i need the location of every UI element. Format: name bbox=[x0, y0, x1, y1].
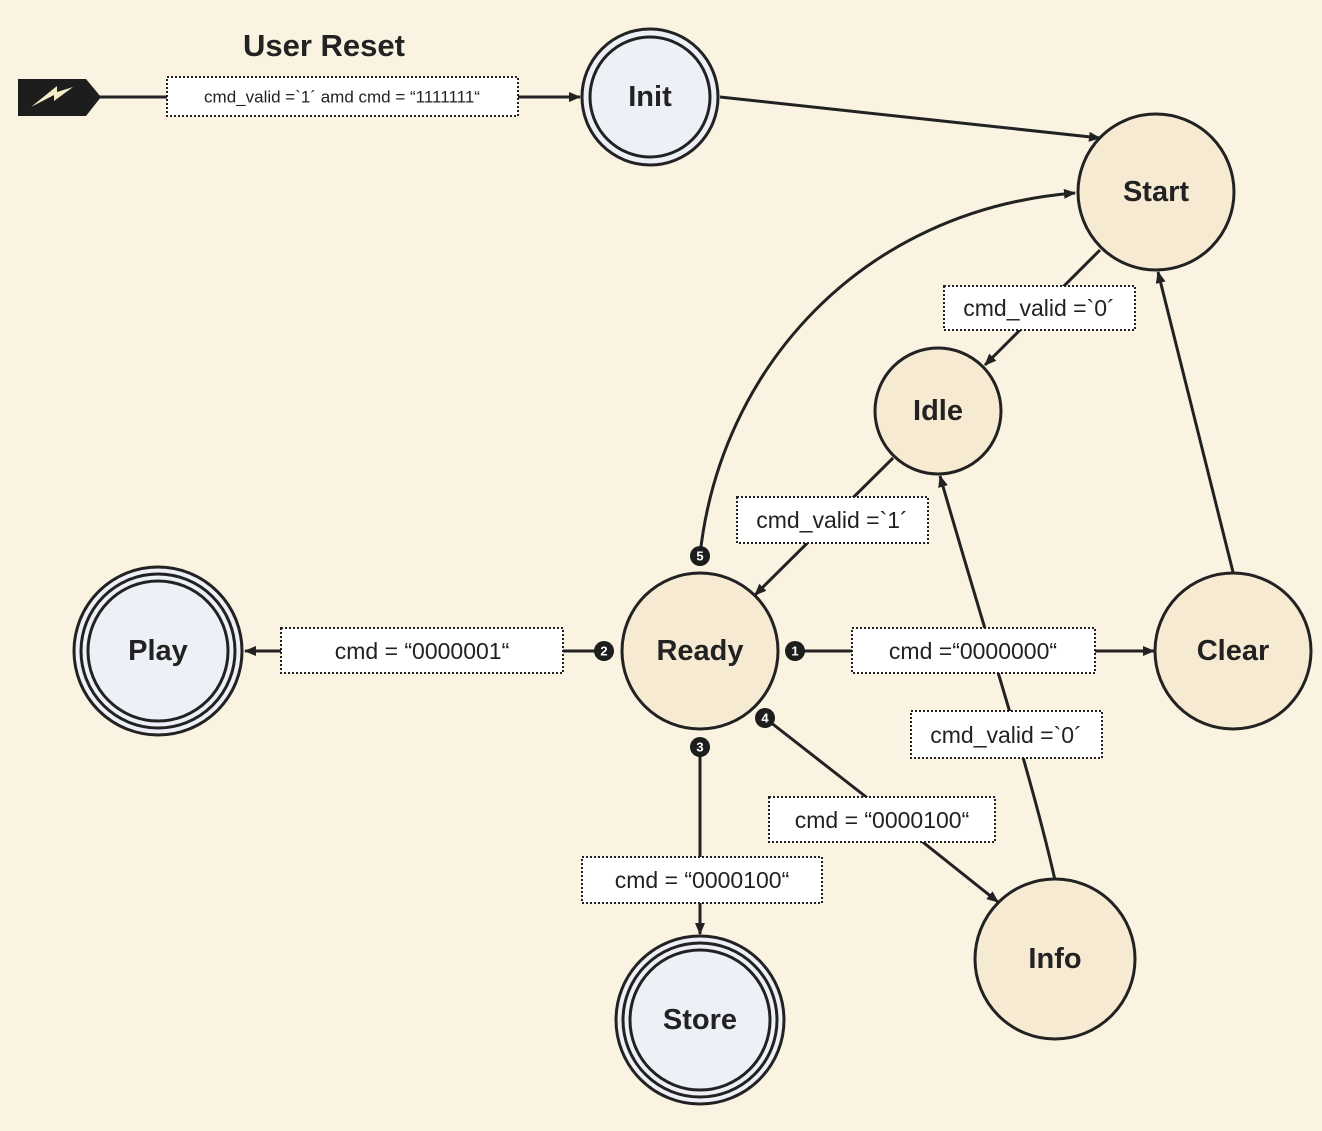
transitions bbox=[100, 92, 1235, 935]
state-info-label: Info bbox=[1028, 943, 1081, 975]
edge-init-to-start bbox=[719, 95, 1101, 142]
condition-ready-to-play-text: cmd = “0000001“ bbox=[335, 638, 510, 664]
svg-text:1: 1 bbox=[791, 644, 798, 659]
condition-idle-to-ready: cmd_valid =`1´ bbox=[736, 496, 929, 544]
state-init[interactable]: Init bbox=[580, 27, 720, 167]
state-init-label: Init bbox=[628, 81, 672, 113]
condition-ready-to-clear-text: cmd =“0000000“ bbox=[889, 638, 1057, 664]
condition-reset-to-init-text: cmd_valid =`1´ amd cmd = “1111111“ bbox=[204, 88, 480, 107]
condition-info-to-idle-text: cmd_valid =`0´ bbox=[930, 722, 1081, 748]
state-clear[interactable]: Clear bbox=[1153, 571, 1313, 731]
condition-reset-to-init: cmd_valid =`1´ amd cmd = “1111111“ bbox=[166, 76, 519, 117]
state-idle[interactable]: Idle bbox=[873, 346, 1003, 476]
edge-ready-to-start bbox=[698, 188, 1076, 556]
condition-ready-to-clear: cmd =“0000000“ bbox=[851, 627, 1096, 674]
svg-text:4: 4 bbox=[761, 711, 769, 726]
state-play[interactable]: Play bbox=[72, 565, 244, 737]
state-play-label: Play bbox=[128, 635, 188, 667]
state-idle-label: Idle bbox=[913, 395, 963, 427]
svg-text:3: 3 bbox=[696, 740, 703, 755]
condition-ready-to-info-text: cmd = “0000100“ bbox=[795, 807, 970, 833]
condition-idle-to-ready-text: cmd_valid =`1´ bbox=[756, 507, 907, 533]
state-start-label: Start bbox=[1123, 176, 1189, 208]
condition-start-to-idle: cmd_valid =`0´ bbox=[943, 285, 1136, 331]
state-store[interactable]: Store bbox=[614, 934, 786, 1106]
condition-ready-to-info: cmd = “0000100“ bbox=[768, 796, 996, 843]
condition-info-to-idle: cmd_valid =`0´ bbox=[910, 710, 1103, 759]
condition-ready-to-store: cmd = “0000100“ bbox=[581, 856, 823, 904]
priority-badge-2: 2 bbox=[594, 641, 614, 661]
priority-badge-5: 5 bbox=[690, 546, 710, 566]
svg-text:5: 5 bbox=[696, 549, 703, 564]
condition-start-to-idle-text: cmd_valid =`0´ bbox=[963, 295, 1114, 321]
priority-badge-3: 3 bbox=[690, 737, 710, 757]
condition-ready-to-store-text: cmd = “0000100“ bbox=[615, 867, 790, 893]
diagram-title: User Reset bbox=[243, 28, 405, 63]
state-ready-label: Ready bbox=[656, 635, 743, 667]
state-ready[interactable]: Ready bbox=[620, 571, 780, 731]
svg-text:2: 2 bbox=[600, 644, 607, 659]
lightning-bolt-icon bbox=[18, 79, 101, 116]
state-clear-label: Clear bbox=[1197, 635, 1270, 667]
priority-badge-1: 1 bbox=[785, 641, 805, 661]
state-start[interactable]: Start bbox=[1076, 112, 1236, 272]
priority-badge-4: 4 bbox=[755, 708, 775, 728]
condition-ready-to-play: cmd = “0000001“ bbox=[280, 627, 564, 674]
edge-clear-to-start bbox=[1155, 271, 1235, 573]
state-info[interactable]: Info bbox=[973, 877, 1137, 1041]
state-store-label: Store bbox=[663, 1004, 737, 1036]
edge-info-to-idle bbox=[938, 475, 1057, 881]
